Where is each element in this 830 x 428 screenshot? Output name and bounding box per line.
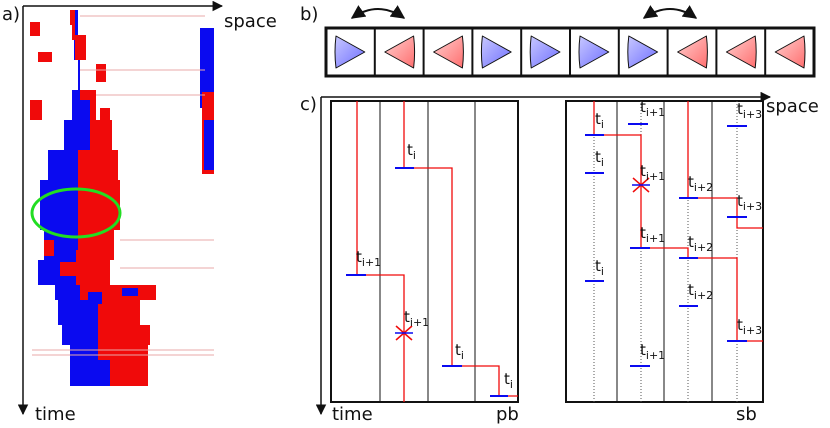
panel-c-time-label: time [332, 404, 373, 425]
triangle-right-blue [529, 35, 561, 69]
speckle [122, 288, 138, 296]
sb-markers [585, 123, 747, 367]
sb-dotted-lines [593, 101, 738, 402]
panel-a-label: a) [2, 4, 20, 25]
panel-b-label: b) [300, 4, 318, 25]
time-index-label: ti+1 [404, 308, 429, 329]
sb-collision [632, 177, 650, 193]
domain-kymograph [30, 10, 214, 386]
swap-arrow-2 [642, 5, 698, 19]
time-index-label: ti+2 [688, 281, 713, 302]
panel-c-label: c) [300, 94, 317, 115]
time-index-label: ti+2 [688, 233, 713, 254]
time-index-label: ti+1 [640, 341, 665, 362]
triangle-left-red [774, 35, 806, 69]
triangle-right-blue [334, 35, 366, 69]
edge-stripe-blue [204, 120, 214, 170]
swap-arrow-1 [350, 5, 406, 19]
speckle [30, 100, 42, 120]
speckle [30, 22, 40, 36]
time-index-label: ti+2 [688, 173, 713, 194]
sb-box: sb [565, 100, 764, 425]
time-index-label: ti+3 [737, 316, 762, 337]
panel-a: a) [2, 0, 277, 425]
time-index-label: ti+3 [737, 100, 762, 121]
panel-c: c) space time [300, 91, 819, 425]
panel-a-time-label: time [35, 404, 76, 425]
triangle-left-red [384, 35, 416, 69]
edge-stripe-blue [200, 28, 214, 108]
triangle-left-red [725, 35, 757, 69]
time-index-label: ti+1 [640, 162, 665, 183]
speckle [88, 292, 102, 304]
pb-trajectories [356, 101, 518, 402]
highlight-ellipse [30, 187, 122, 239]
pb-box: pb [330, 100, 519, 425]
panel-a-space-label: space [224, 11, 277, 32]
pb-collision [395, 325, 413, 341]
speckle [60, 262, 78, 276]
triangle-left-red [433, 35, 464, 69]
pb-label: pb [496, 404, 519, 425]
speckle [96, 64, 106, 82]
speckle [100, 108, 110, 120]
time-index-label: ti [407, 141, 416, 162]
time-index-label: ti [504, 370, 513, 391]
pb-frame [330, 100, 519, 403]
sb-label: sb [736, 404, 757, 425]
speckle [38, 52, 52, 62]
triangle-left-red [677, 35, 708, 69]
triangle-right-blue [480, 35, 512, 69]
time-index-label: ti+1 [640, 98, 665, 119]
streaks [32, 15, 214, 356]
triangle-right-blue [627, 35, 659, 69]
panel-b: b) [300, 4, 816, 78]
time-index-label: ti+3 [737, 192, 762, 213]
time-index-label: ti+1 [640, 224, 665, 245]
pb-markers [346, 167, 508, 397]
time-index-labels: ti+1 ti ti+1 ti ti ti ti ti ti+1 ti+1 ti+1 ti+1 ti+2… [356, 98, 762, 391]
time-index-label: ti [595, 148, 604, 169]
time-index-label: ti [455, 341, 464, 362]
time-index-label: ti [595, 257, 604, 278]
panel-c-space-label: space [766, 96, 819, 117]
triangle-chain [334, 28, 806, 76]
time-index-label: ti+1 [356, 248, 381, 269]
time-index-label: ti [595, 110, 604, 131]
triangle-right-blue [578, 35, 610, 69]
speckle [44, 240, 54, 256]
sb-trajectories [593, 101, 763, 342]
